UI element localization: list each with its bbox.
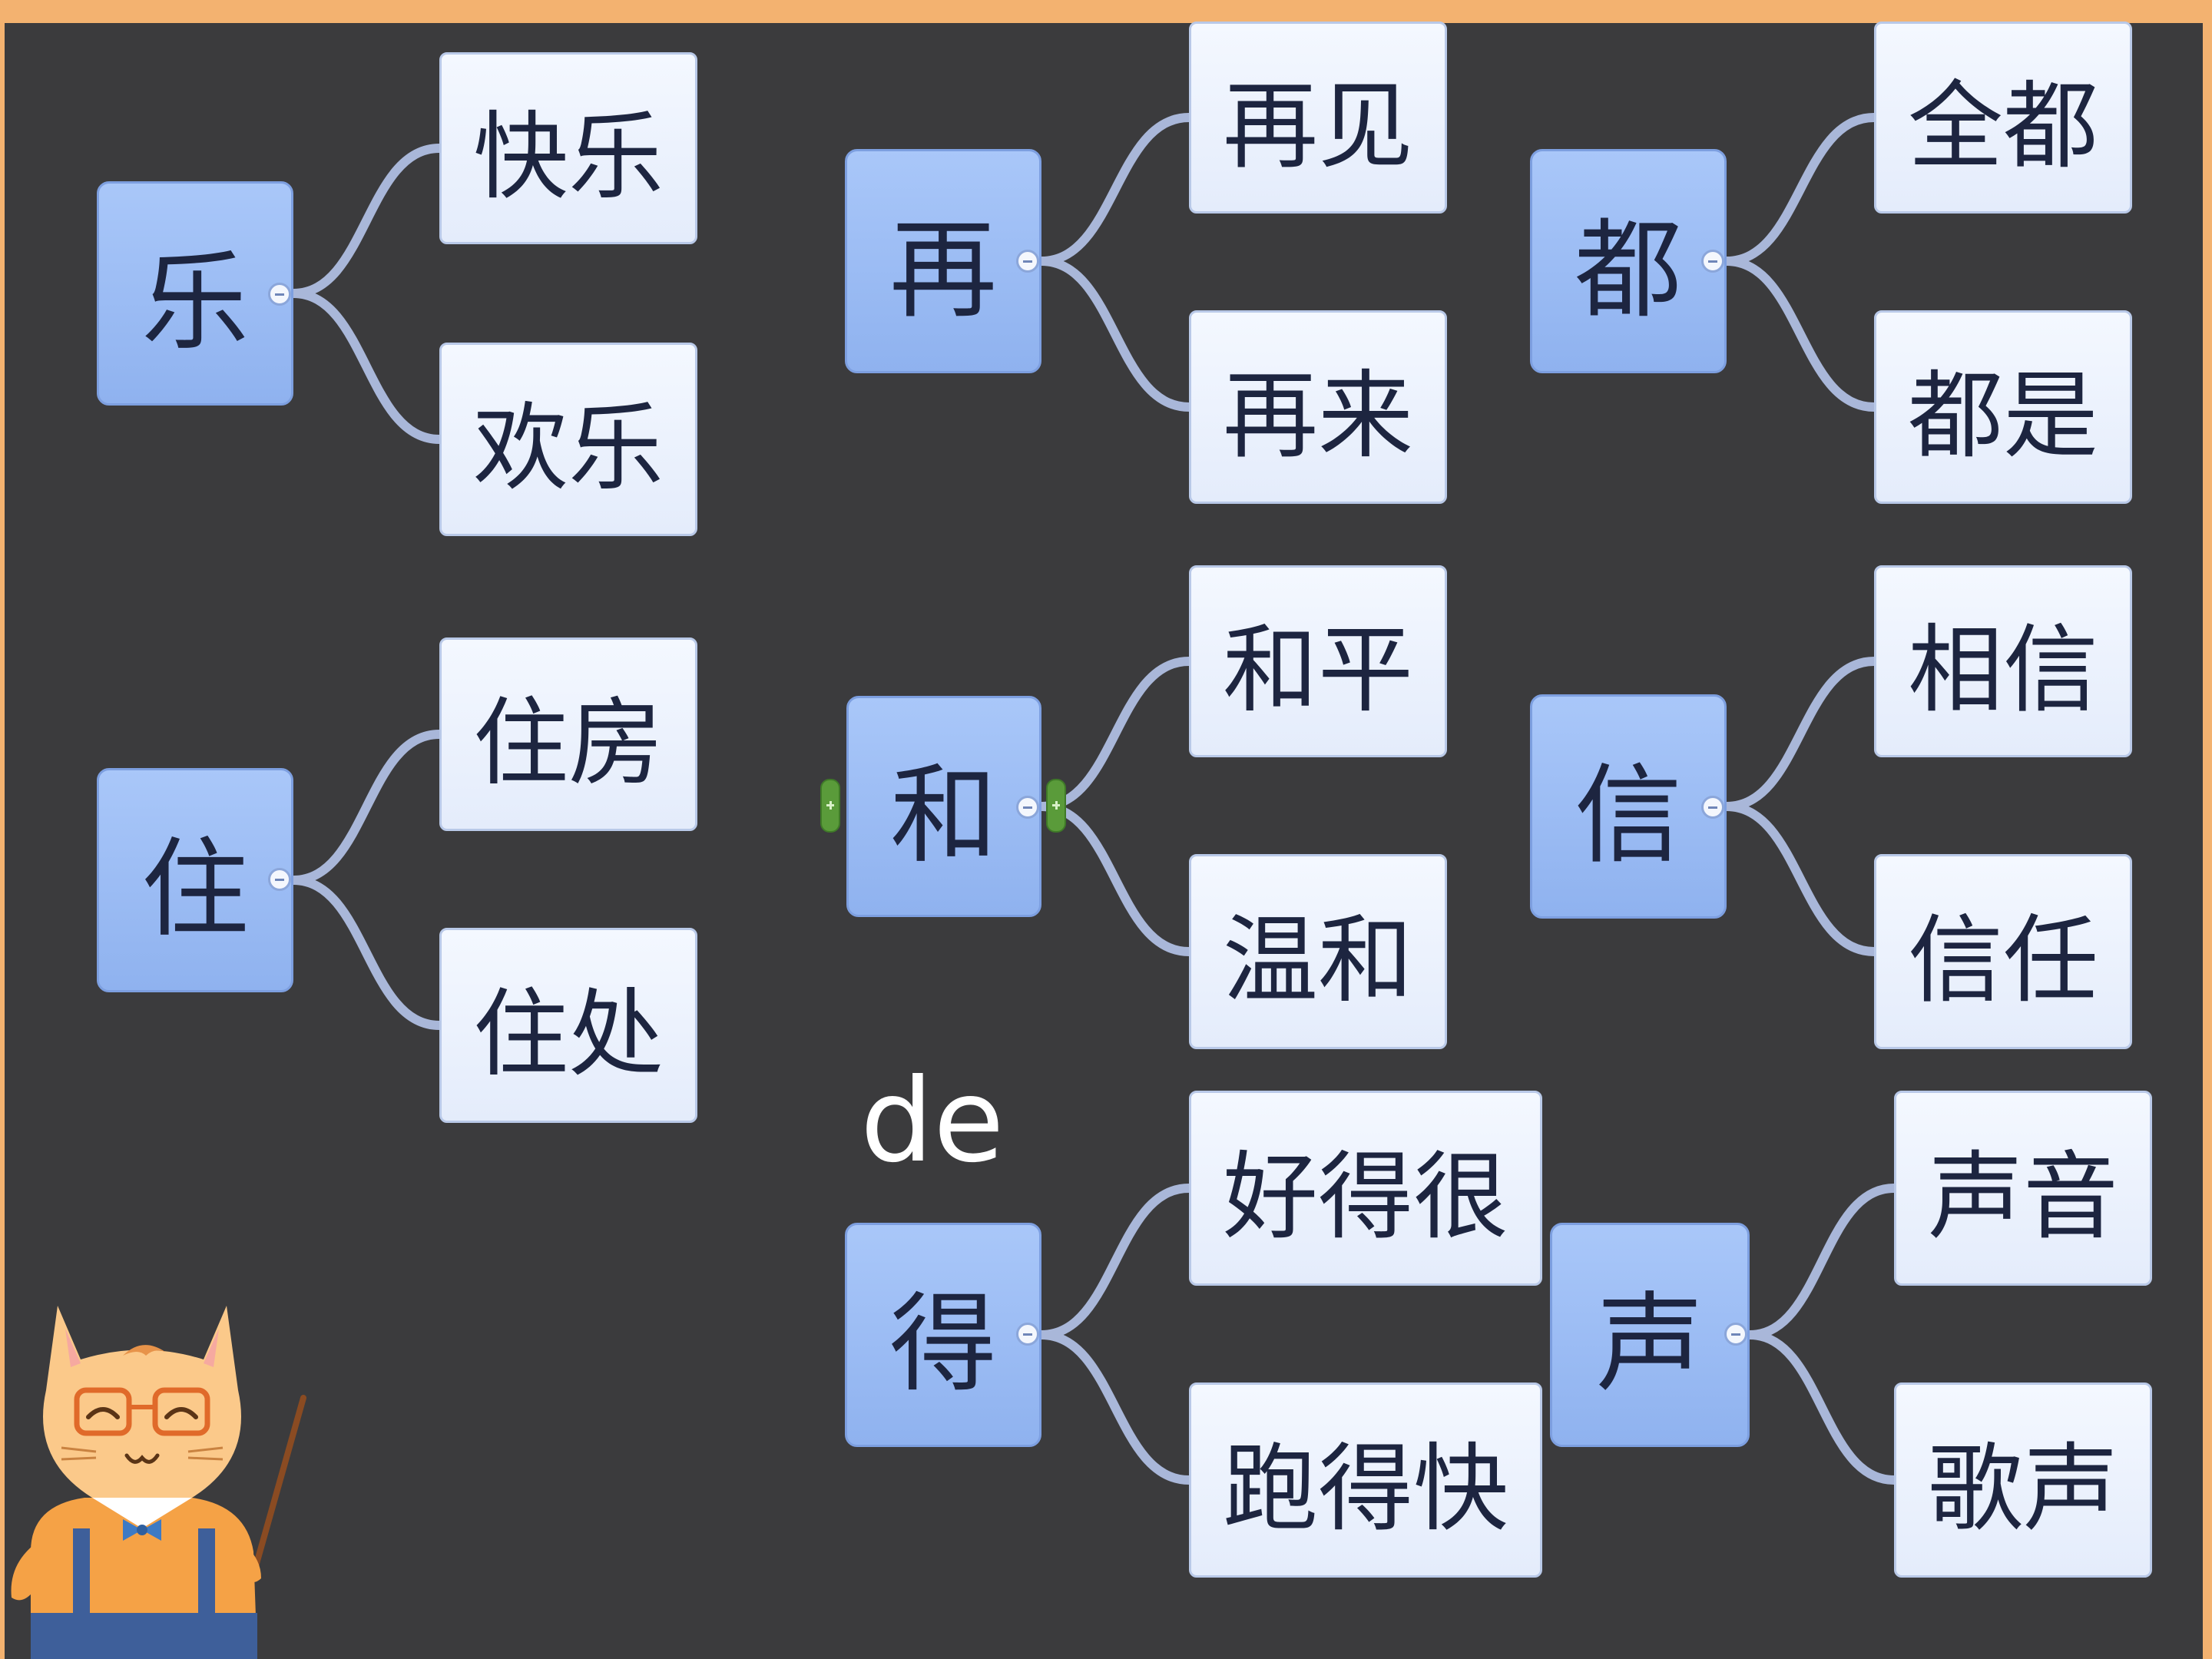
mindmap-3-child-2[interactable]: 都是: [1874, 310, 2132, 504]
mindmap-6-collapse-icon[interactable]: [1701, 796, 1724, 819]
mindmap-8-connector-1: [1745, 1184, 1899, 1339]
mindmap-5-expand-right-icon[interactable]: [1046, 779, 1066, 833]
mindmap-4-root[interactable]: 住: [97, 768, 293, 992]
mindmap-6-connector-2: [1722, 802, 1879, 956]
mindmap-3-connector-1: [1722, 113, 1879, 266]
mindmap-3-child-1[interactable]: 全都: [1874, 22, 2132, 214]
mindmap-8-collapse-icon[interactable]: [1724, 1323, 1747, 1346]
mindmap-4-connector-1: [289, 730, 444, 885]
mindmap-4-child-1[interactable]: 住房: [439, 637, 697, 831]
mindmap-2-root[interactable]: 再: [845, 149, 1041, 373]
mindmap-5-connector-2: [1037, 802, 1194, 956]
mindmap-8-root[interactable]: 声: [1550, 1223, 1750, 1447]
mindmap-7-connector-2: [1037, 1330, 1194, 1485]
cat-teacher-mascot-icon: [11, 1306, 306, 1659]
mindmap-2-child-1[interactable]: 再见: [1189, 22, 1447, 214]
mindmap-3-root[interactable]: 都: [1530, 149, 1727, 373]
mindmap-1-collapse-icon[interactable]: [268, 283, 291, 306]
mindmap-2-connector-2: [1037, 257, 1194, 412]
pinyin-label: de: [860, 1055, 1005, 1188]
mindmap-4-child-2[interactable]: 住处: [439, 928, 697, 1123]
mindmap-1-child-1[interactable]: 快乐: [439, 52, 697, 244]
mindmap-5-root[interactable]: 和: [846, 696, 1041, 917]
mindmap-8-child-2[interactable]: 歌声: [1894, 1382, 2152, 1578]
mindmap-8-child-1[interactable]: 声音: [1894, 1091, 2152, 1286]
mindmap-1-child-2[interactable]: 欢乐: [439, 343, 697, 536]
mindmap-8-connector-2: [1745, 1330, 1899, 1485]
mindmap-6-connector-1: [1722, 657, 1879, 811]
mindmap-1-connector-1: [289, 144, 444, 298]
mindmap-5-child-2[interactable]: 温和: [1189, 854, 1447, 1049]
mindmap-7-child-1[interactable]: 好得很: [1189, 1091, 1542, 1286]
mindmap-3-collapse-icon[interactable]: [1701, 250, 1724, 273]
mindmap-5-expand-left-icon[interactable]: [820, 779, 840, 833]
mindmap-5-connector-1: [1037, 657, 1194, 811]
mindmap-4-collapse-icon[interactable]: [268, 868, 291, 891]
mindmap-3-connector-2: [1722, 257, 1879, 412]
mindmap-2-collapse-icon[interactable]: [1016, 250, 1039, 273]
mindmap-6-child-2[interactable]: 信任: [1874, 854, 2132, 1049]
mindmap-4-connector-2: [289, 876, 444, 1030]
mindmap-2-child-2[interactable]: 再来: [1189, 310, 1447, 504]
mindmap-2-connector-1: [1037, 113, 1194, 266]
mindmap-7-root[interactable]: 得: [845, 1223, 1041, 1447]
mindmap-7-collapse-icon[interactable]: [1016, 1323, 1039, 1346]
mindmap-6-child-1[interactable]: 相信: [1874, 565, 2132, 757]
mindmap-7-child-2[interactable]: 跑得快: [1189, 1382, 1542, 1578]
mindmap-1-root[interactable]: 乐: [97, 181, 293, 406]
mindmap-6-root[interactable]: 信: [1530, 694, 1727, 919]
mindmap-7-connector-1: [1037, 1184, 1194, 1339]
mindmap-5-child-1[interactable]: 和平: [1189, 565, 1447, 757]
mindmap-5-collapse-icon[interactable]: [1016, 796, 1039, 819]
mindmap-1-connector-2: [289, 289, 444, 444]
